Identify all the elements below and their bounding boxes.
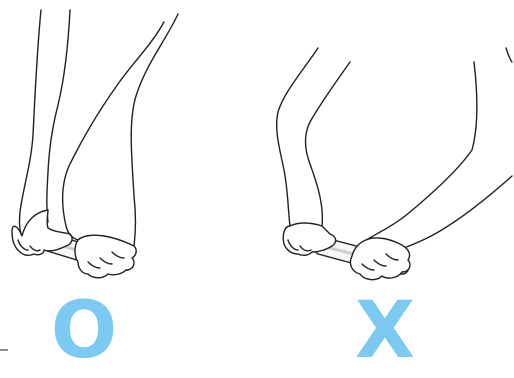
left-arm-outer-line [19,10,41,236]
back-arm-outer-line [277,48,318,226]
back-arm-inner-line [306,62,351,226]
front-hand [350,238,410,280]
front-arm-inner-line [404,176,512,248]
correct-mark-o-icon: O [44,292,124,370]
incorrect-mark-x-icon: X [345,292,425,370]
right-hand [75,235,136,278]
front-arm-outer-line [366,62,477,240]
right-arm-outer-line [131,14,178,246]
shoulder-hint-line [506,48,512,62]
left-arm-inner-line [47,10,70,222]
right-arm-inner-line [63,22,164,240]
incorrect-posture-illustration [277,48,512,280]
correct-posture-illustration [12,10,178,278]
